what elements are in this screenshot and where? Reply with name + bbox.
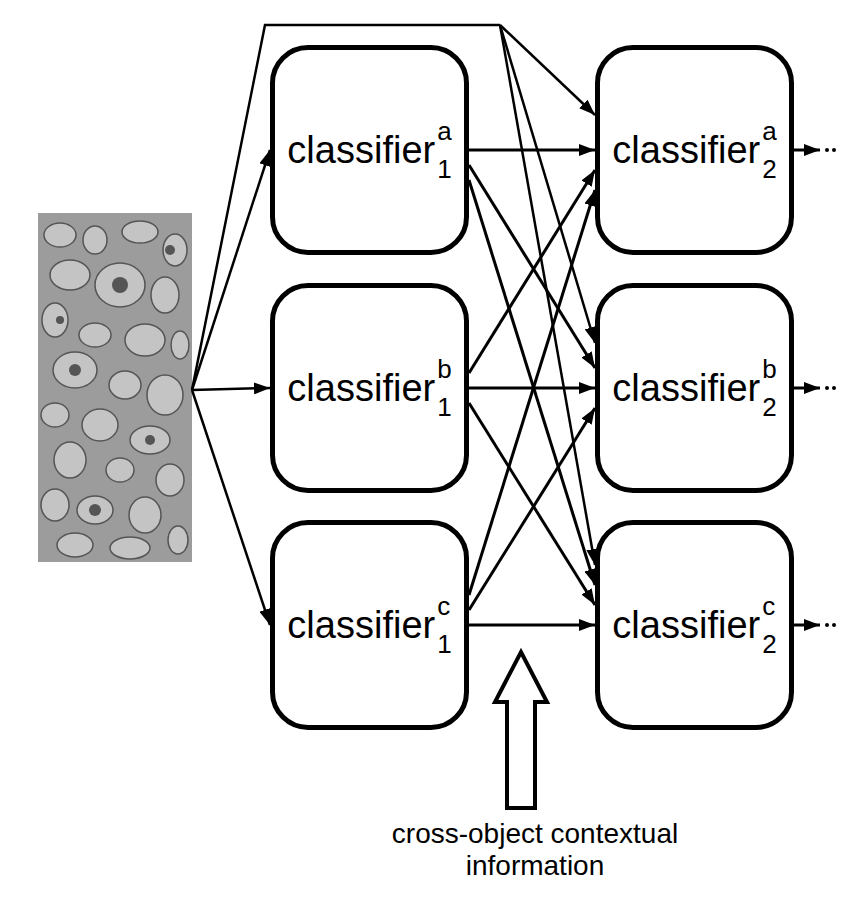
classifier-name: classifier: [612, 369, 760, 407]
object-superscript: c: [762, 593, 776, 619]
context-connector: [469, 408, 595, 610]
classifier-box: classifiera2: [595, 45, 794, 255]
index-stack: c1: [437, 623, 451, 627]
classifier-name: classifier: [612, 131, 760, 169]
output-arrows: [792, 150, 820, 625]
hollow-arrow: [495, 652, 547, 808]
classifier-name: classifier: [287, 369, 435, 407]
classifier-box: classifierc1: [270, 520, 469, 730]
index-stack: b2: [762, 386, 776, 390]
context-connector: [469, 165, 595, 368]
stage-subscript: 2: [762, 394, 776, 420]
object-superscript: a: [437, 118, 451, 144]
object-superscript: a: [762, 118, 776, 144]
classifier-name: classifier: [287, 131, 435, 169]
classifier-box: classifiera1: [270, 45, 469, 255]
index-stack: c2: [762, 623, 776, 627]
context-connector: [469, 403, 595, 605]
context-connector: [469, 624, 595, 627]
stage-subscript: 1: [437, 394, 451, 420]
stage-subscript: 2: [762, 156, 776, 182]
context-connector: [469, 180, 595, 585]
object-superscript: b: [437, 356, 451, 382]
em-image: [38, 213, 192, 562]
continuation-dots: [825, 148, 836, 627]
object-superscript: b: [762, 356, 776, 382]
box-content: classifierc1: [287, 606, 451, 644]
index-stack: a2: [762, 148, 776, 152]
index-stack: a1: [437, 148, 451, 152]
stage-subscript: 2: [762, 631, 776, 657]
classifier-name: classifier: [612, 606, 760, 644]
stage-subscript: 1: [437, 631, 451, 657]
box-content: classifierb2: [612, 369, 776, 407]
box-content: classifierc2: [612, 606, 776, 644]
context-connector: [469, 149, 595, 152]
index-stack: b1: [437, 386, 451, 390]
classifier-box: classifierc2: [595, 520, 794, 730]
object-superscript: c: [437, 593, 451, 619]
box-content: classifiera1: [287, 131, 451, 169]
context-connector: [469, 170, 595, 373]
box-content: classifiera2: [612, 131, 776, 169]
box-content: classifierb1: [287, 369, 451, 407]
classifier-name: classifier: [287, 606, 435, 644]
stage-subscript: 1: [437, 156, 451, 182]
classifier-box: classifierb2: [595, 283, 794, 493]
annotation-label: cross-object contextual information: [385, 818, 685, 882]
classifier-box: classifierb1: [270, 283, 469, 493]
context-connector: [469, 190, 595, 595]
